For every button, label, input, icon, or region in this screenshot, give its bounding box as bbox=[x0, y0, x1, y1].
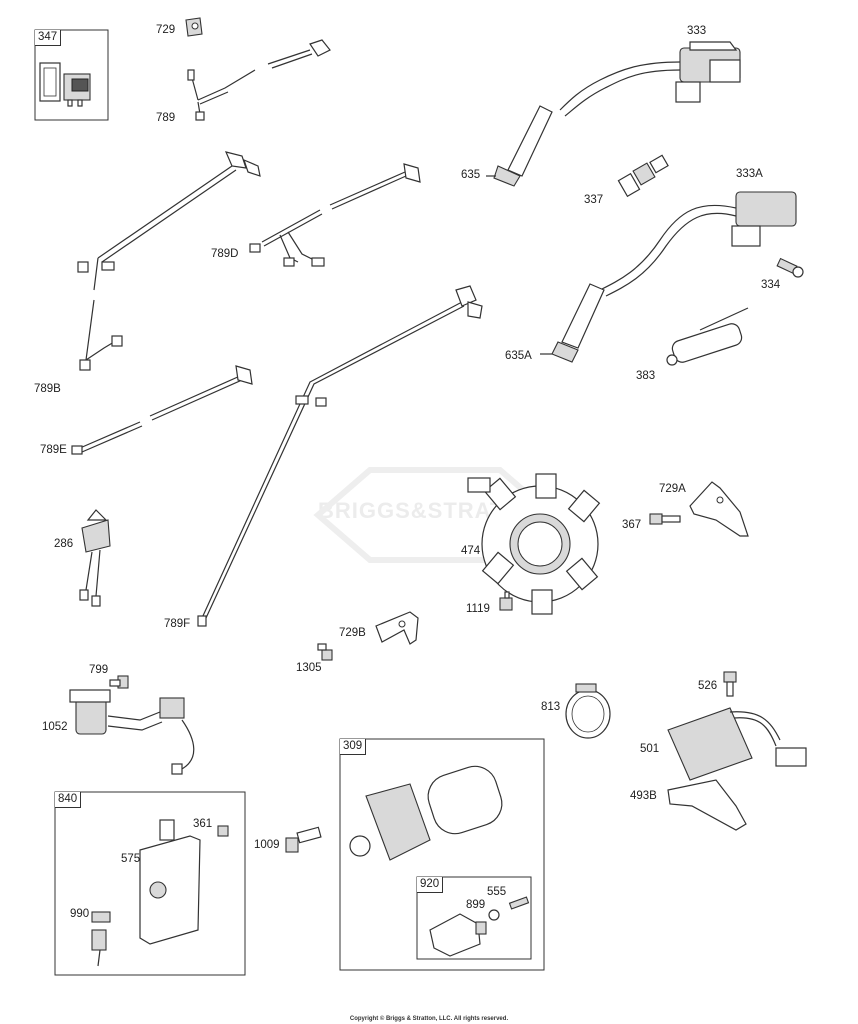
part-347-rocker-switch bbox=[39, 62, 91, 107]
label-493b: 493B bbox=[630, 790, 657, 802]
part-361-screw bbox=[217, 825, 229, 837]
part-334-screw bbox=[776, 257, 804, 278]
label-383: 383 bbox=[636, 370, 656, 382]
part-1119-screw bbox=[499, 591, 513, 611]
label-1009: 1009 bbox=[254, 839, 280, 851]
label-789b: 789B bbox=[34, 383, 61, 395]
label-729b: 729B bbox=[339, 627, 366, 639]
part-990-key bbox=[91, 911, 111, 967]
part-337-spark-plug bbox=[617, 154, 669, 198]
part-813-clamp bbox=[565, 683, 611, 739]
part-789d-wire-harness bbox=[249, 163, 421, 267]
label-635: 635 bbox=[461, 169, 481, 181]
label-334: 334 bbox=[761, 279, 781, 291]
part-789e-wire bbox=[71, 365, 253, 455]
part-501-regulator bbox=[667, 707, 807, 781]
part-789b-wire-harness bbox=[77, 151, 261, 371]
part-799-screw bbox=[109, 675, 129, 689]
part-309-starter-motor bbox=[349, 765, 503, 861]
label-333a: 333A bbox=[736, 168, 763, 180]
part-1052-solenoid bbox=[69, 689, 195, 775]
label-337: 337 bbox=[584, 194, 604, 206]
label-575: 575 bbox=[121, 853, 141, 865]
label-990: 990 bbox=[70, 908, 90, 920]
part-367-screw bbox=[649, 513, 681, 525]
part-920-solenoid bbox=[429, 913, 487, 957]
label-729a: 729A bbox=[659, 483, 686, 495]
copyright-notice: Copyright © Briggs & Stratton, LLC. All … bbox=[349, 1016, 509, 1022]
part-555-screw bbox=[508, 896, 530, 910]
label-1052: 1052 bbox=[42, 721, 68, 733]
part-729-clip bbox=[185, 17, 203, 37]
label-526: 526 bbox=[698, 680, 718, 692]
part-789f-wire bbox=[197, 285, 483, 627]
part-789-wire bbox=[187, 39, 331, 121]
label-899: 899 bbox=[466, 899, 486, 911]
box-920-frame bbox=[416, 876, 532, 960]
box-347-label: 347 bbox=[35, 30, 62, 46]
part-1009-bolt bbox=[285, 826, 322, 853]
part-1305-screw bbox=[317, 643, 333, 661]
part-526-screw bbox=[723, 671, 737, 697]
part-286-relay bbox=[79, 509, 111, 607]
box-920-label: 920 bbox=[417, 877, 444, 893]
part-474-alternator-stator bbox=[467, 473, 601, 615]
label-1305: 1305 bbox=[296, 662, 322, 674]
label-799: 799 bbox=[89, 664, 109, 676]
box-309-frame bbox=[339, 738, 545, 971]
label-474: 474 bbox=[461, 545, 481, 557]
part-333-ignition-coil bbox=[559, 41, 741, 117]
part-493b-bracket bbox=[667, 779, 747, 831]
label-789: 789 bbox=[156, 112, 176, 124]
label-555: 555 bbox=[487, 886, 507, 898]
label-789e: 789E bbox=[40, 444, 67, 456]
label-286: 286 bbox=[54, 538, 74, 550]
box-347-frame bbox=[34, 29, 109, 121]
part-899-washer bbox=[488, 909, 500, 921]
label-1119: 1119 bbox=[466, 603, 490, 615]
label-501: 501 bbox=[640, 743, 660, 755]
label-789f: 789F bbox=[164, 618, 191, 630]
part-333a-ignition-coil bbox=[599, 191, 797, 297]
label-333: 333 bbox=[687, 25, 707, 37]
box-840-frame bbox=[54, 791, 246, 976]
label-367: 367 bbox=[622, 519, 642, 531]
label-361: 361 bbox=[193, 818, 213, 830]
part-383-component bbox=[666, 307, 749, 366]
label-813: 813 bbox=[541, 701, 561, 713]
box-840-label: 840 bbox=[55, 792, 82, 808]
label-789d: 789D bbox=[211, 248, 239, 260]
part-635-spark-plug-boot bbox=[486, 105, 553, 187]
part-729b-bracket bbox=[375, 611, 419, 645]
part-575-ignition-switch bbox=[139, 819, 201, 945]
label-729: 729 bbox=[156, 24, 176, 36]
box-309-label: 309 bbox=[340, 739, 367, 755]
part-729a-bracket bbox=[689, 481, 749, 537]
label-635a: 635A bbox=[505, 350, 532, 362]
part-635a-spark-plug-boot bbox=[540, 283, 605, 363]
